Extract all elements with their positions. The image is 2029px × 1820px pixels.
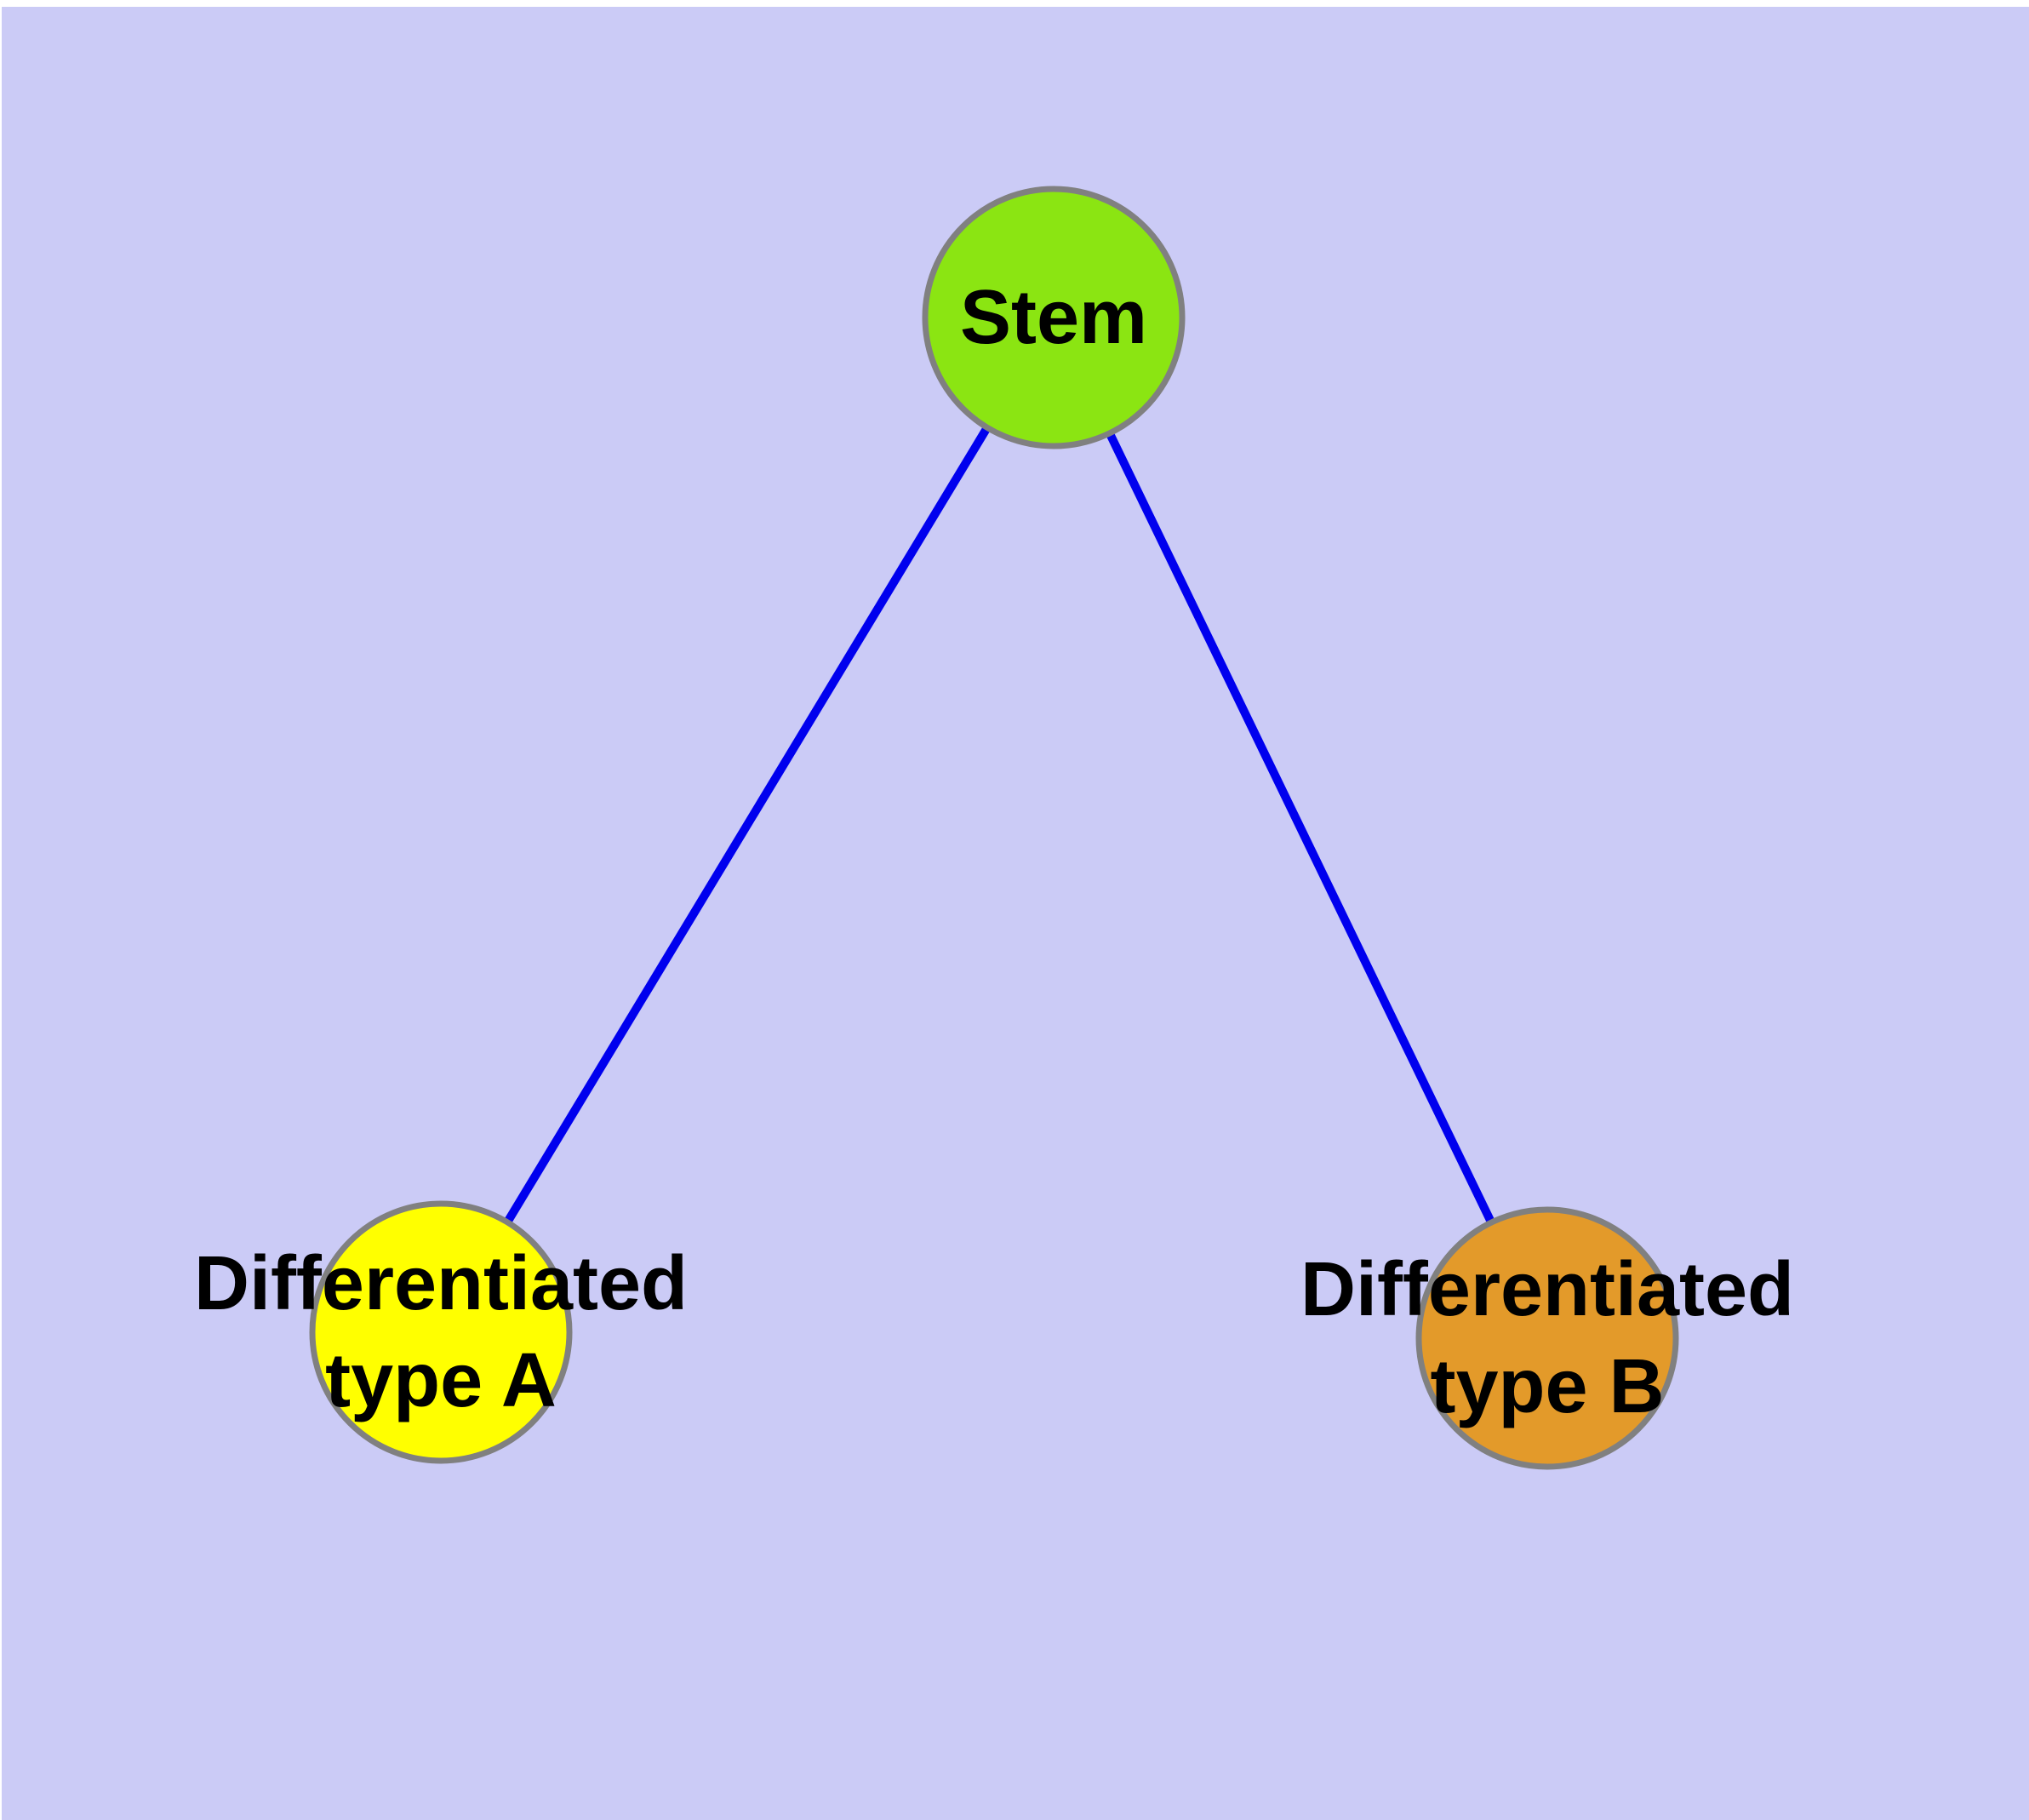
node-stem [922, 186, 1186, 449]
edge-stem-to-differentiated-type-a [437, 315, 1058, 1335]
node-differentiated-type-b [1415, 1206, 1679, 1470]
node-label-differentiated-type-b-line-2: type B [1430, 1344, 1664, 1429]
node-label-differentiated-type-b-line-1: Differentiated [1300, 1247, 1794, 1332]
nodes-layer [309, 186, 1679, 1470]
node-label-differentiated-type-a-line-2: type A [325, 1338, 557, 1423]
edge-stem-to-differentiated-type-b [1049, 315, 1552, 1341]
node-differentiated-type-a [309, 1200, 573, 1464]
edges-layer [437, 315, 1552, 1341]
node-label-differentiated-type-a-line-1: Differentiated [194, 1241, 688, 1326]
node-label-stem-line-1: Stem [960, 275, 1147, 360]
